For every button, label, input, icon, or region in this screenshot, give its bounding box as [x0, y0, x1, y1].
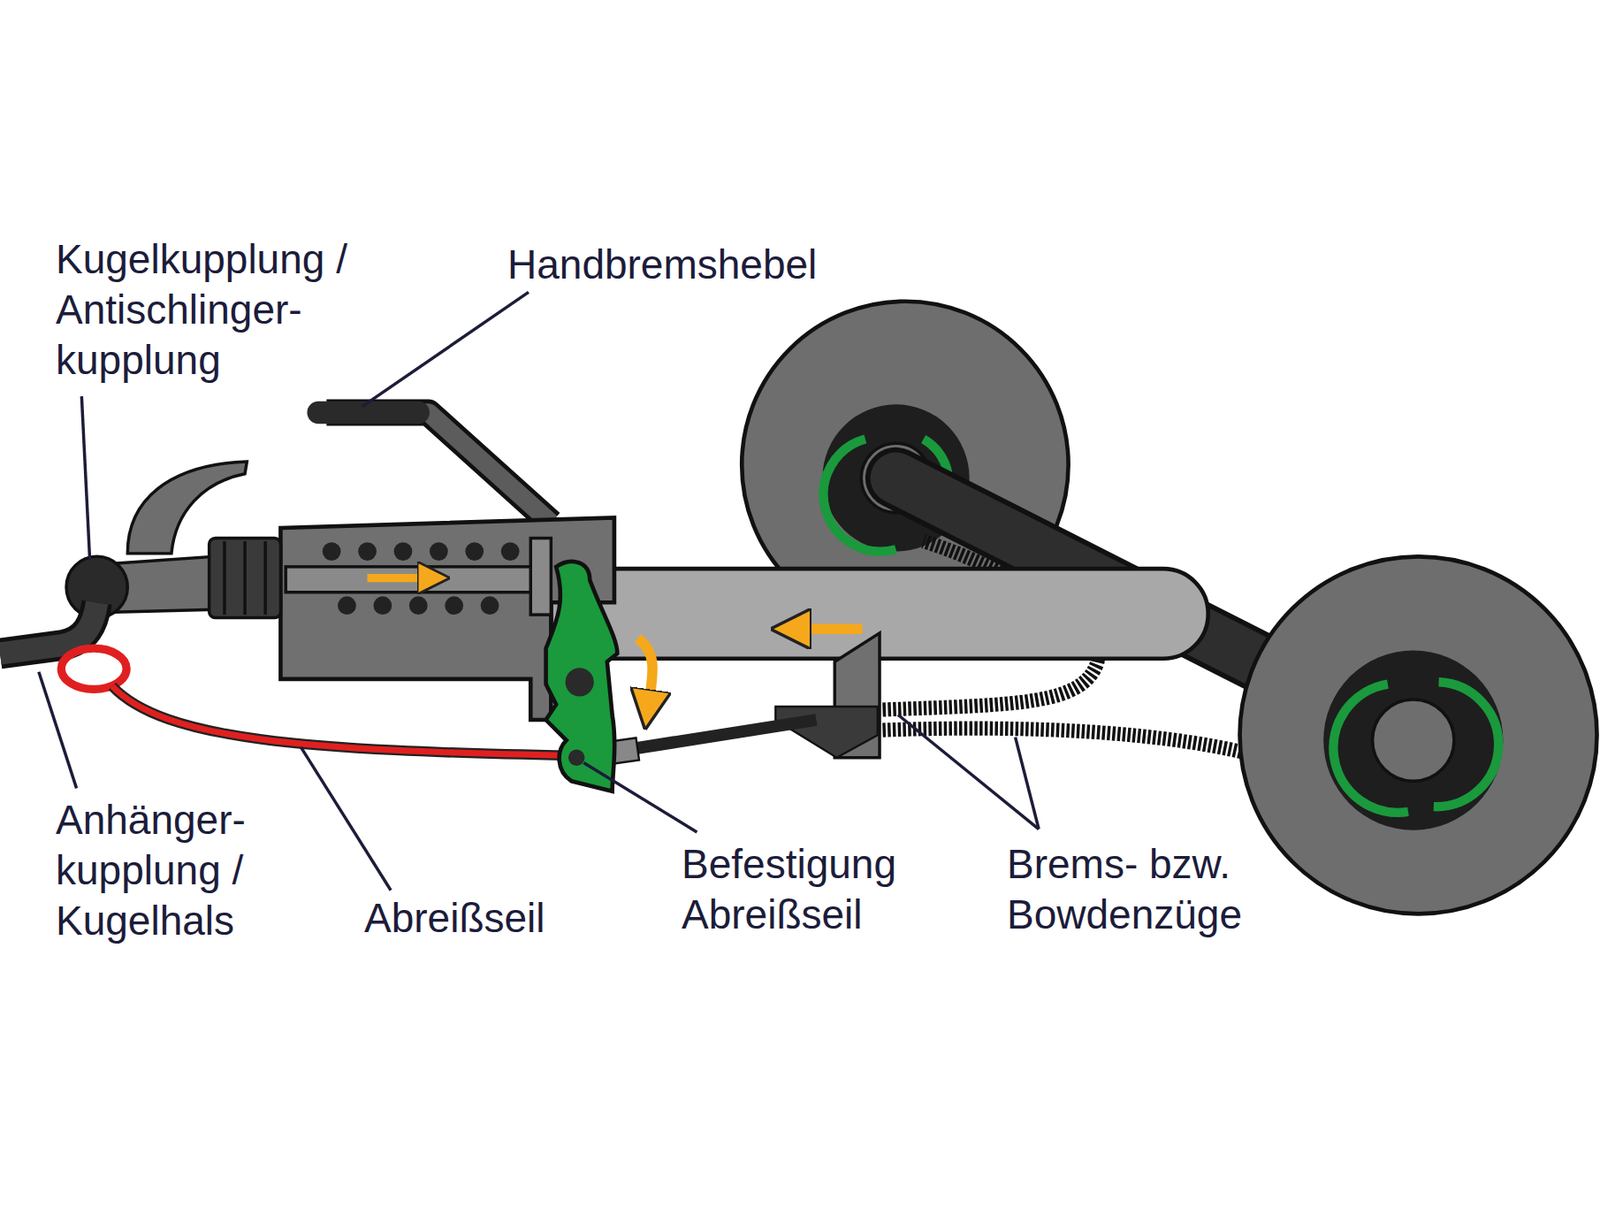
- breakaway-cable: [60, 647, 572, 755]
- part-label: BefestigungAbreißseil: [681, 838, 897, 940]
- brake-linkage: [576, 632, 880, 765]
- part-label: Anhänger-kupplung /Kugelhals: [55, 794, 246, 946]
- handbrake-lever: [318, 412, 551, 524]
- part-label: Handbremshebel: [507, 239, 817, 290]
- motion-arrow: [791, 624, 863, 635]
- motion-arrow: [367, 573, 435, 582]
- part-label: Kugelkupplung /Antischlinger-kupplung: [55, 234, 348, 386]
- wheel: [1240, 556, 1598, 914]
- part-label: Brems- bzw.Bowdenzüge: [1006, 838, 1242, 940]
- ball-coupling: [66, 461, 281, 618]
- release-lever: [546, 561, 618, 792]
- part-label: Abreißseil: [364, 892, 546, 944]
- spring: [285, 538, 551, 616]
- motion-arrow: [637, 638, 653, 710]
